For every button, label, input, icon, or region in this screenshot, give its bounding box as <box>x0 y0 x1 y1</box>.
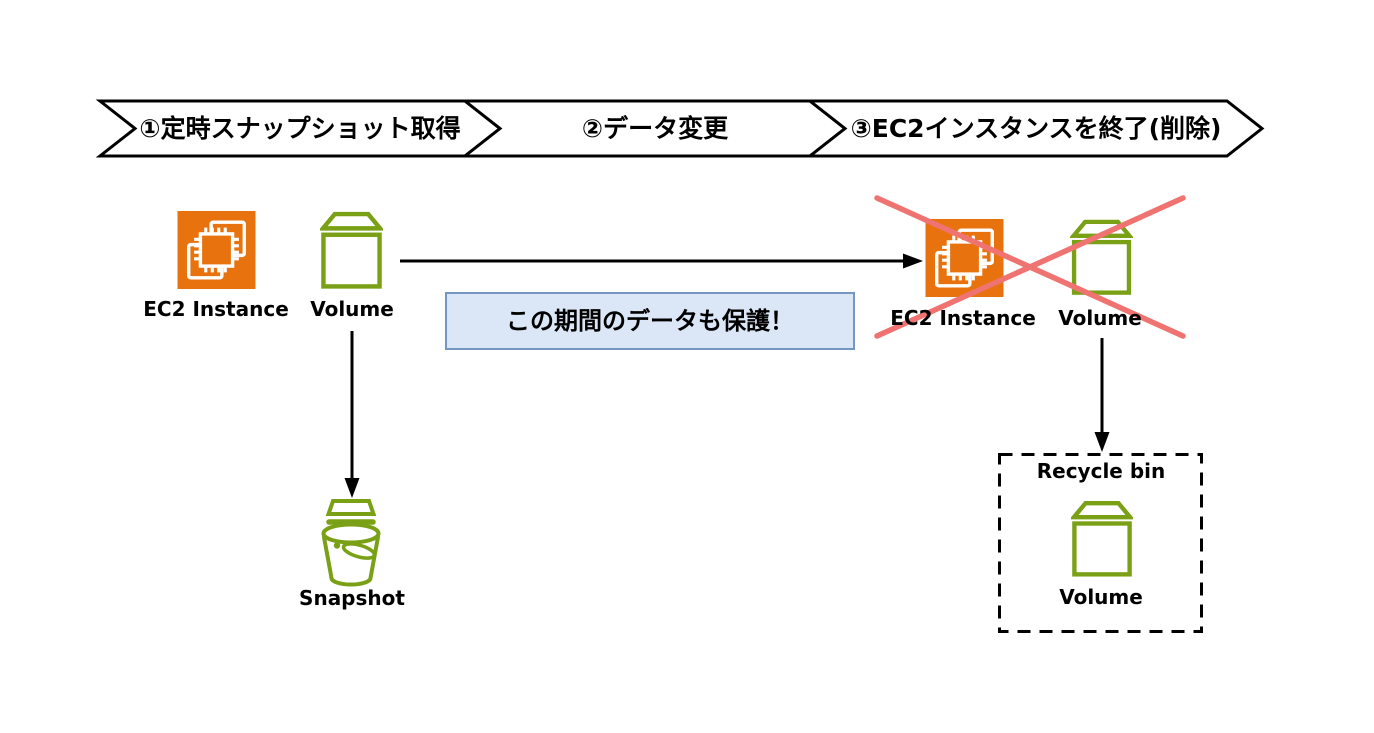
recycle-bin-title: Recycle bin <box>1036 459 1166 483</box>
protection-callout: この期間のデータも保護！ <box>445 292 855 350</box>
ec2-instance-icon <box>177 211 256 293</box>
ebs-volume-icon <box>1068 219 1135 300</box>
arrow-volume-to-snapshot <box>344 331 360 498</box>
ebs-snapshot-icon-svg <box>321 499 381 587</box>
arrow-volume-to-recycle-bin <box>1094 338 1110 452</box>
ebs-volume-icon <box>318 211 385 294</box>
ebs-volume-icon-svg <box>1068 219 1135 295</box>
right-volume-label: Volume <box>1058 306 1142 330</box>
snapshot-label: Snapshot <box>299 586 405 610</box>
ebs-volume-icon-svg <box>1069 500 1135 577</box>
left-volume-label: Volume <box>310 297 394 321</box>
ebs-volume-icon <box>1069 500 1135 582</box>
recycle-bin-volume-label: Volume <box>1059 585 1143 609</box>
left-ec2-instance-label: EC2 Instance <box>143 297 289 321</box>
banner-step-1-label: ①定時スナップショット取得 <box>139 114 461 143</box>
arrow-volume-to-ec2 <box>400 253 923 269</box>
ec2-instance-icon-svg <box>177 211 256 289</box>
banner-step-2-label: ②データ変更 <box>581 114 729 143</box>
ec2-instance-icon <box>925 219 1004 301</box>
banner-step-3-label: ③EC2インスタンスを終了(削除) <box>850 114 1222 143</box>
ebs-volume-icon-svg <box>318 211 385 289</box>
ebs-snapshot-icon <box>310 496 394 592</box>
ec2-instance-icon-svg <box>925 219 1004 297</box>
